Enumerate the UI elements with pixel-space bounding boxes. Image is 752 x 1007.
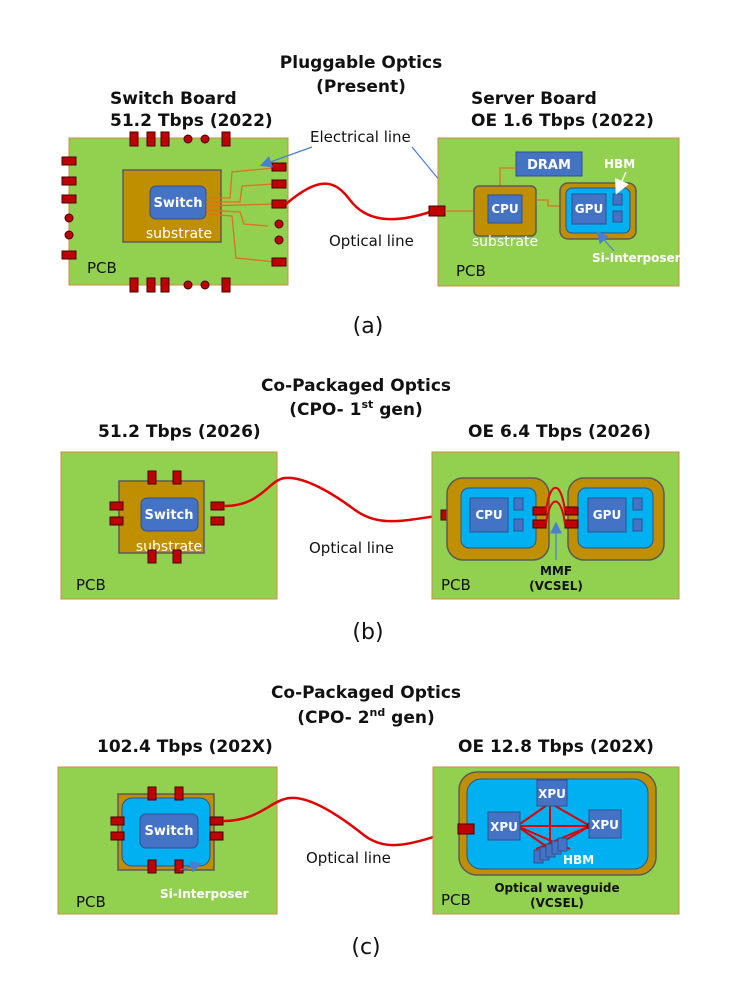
switch-c-connectors <box>110 786 224 874</box>
switch-label-c: Switch <box>144 824 193 839</box>
electrical-line-label: Electrical line <box>310 128 411 146</box>
gpu-hbm-1 <box>632 497 643 511</box>
hbm-arrow <box>615 171 629 195</box>
switch-board-rate: 51.2 Tbps (2022) <box>110 111 273 131</box>
cpu-chip-b <box>469 497 509 533</box>
substrate-label-b: substrate <box>136 539 202 555</box>
pcb-label-right-b: PCB <box>441 576 471 594</box>
mmf-vcsel-label: (VCSEL) <box>529 579 583 593</box>
electrical-traces <box>205 167 277 263</box>
cpu-hbm-1 <box>513 497 524 511</box>
switch-board-right-connectors <box>271 162 287 267</box>
optical-waveguides <box>516 802 591 850</box>
gpu-chip-b <box>587 497 627 533</box>
pcb-label-left-b: PCB <box>76 576 106 594</box>
switch-board-bottom-connectors <box>129 277 231 293</box>
dram-label: DRAM <box>527 158 571 173</box>
panel-b-heading-line1: Co-Packaged Optics <box>261 376 451 396</box>
panel-a-heading-line2: (Present) <box>316 77 406 97</box>
switch-rate-c: 102.4 Tbps (202X) <box>97 737 273 757</box>
panel-a: Pluggable Optics (Present) Switch Board … <box>61 53 681 339</box>
switch-rate-b: 51.2 Tbps (2026) <box>98 422 261 442</box>
server-optical-connector-c <box>457 823 475 835</box>
mmf-label: MMF <box>540 564 572 578</box>
panel-c: Co-Packaged Optics (CPO- 2nd gen) 102.4 … <box>57 683 680 960</box>
substrate-label: substrate <box>146 226 212 242</box>
optical-fiber-a <box>285 182 431 221</box>
switch-label: Switch <box>153 196 202 211</box>
panel-c-heading-line2: (CPO- 2nd gen) <box>297 706 435 728</box>
panel-b: Co-Packaged Optics (CPO- 1st gen) 51.2 T… <box>60 376 680 645</box>
switch-chip-b <box>140 497 199 532</box>
cpu-chip <box>487 194 523 224</box>
xpu-right-label: XPU <box>591 818 619 832</box>
switch-chip-c <box>139 813 199 849</box>
server-rate-c: OE 12.8 Tbps (202X) <box>458 737 654 757</box>
panel-c-heading-line1: Co-Packaged Optics <box>271 683 461 703</box>
gpu-chip <box>571 193 607 225</box>
cpu-label-b: CPU <box>475 508 502 522</box>
optical-line-label-a: Optical line <box>329 232 414 250</box>
si-interposer-arrow-c <box>179 861 203 873</box>
optical-line-label-b: Optical line <box>309 539 394 557</box>
hbm-label: HBM <box>604 157 635 171</box>
xpu-top-label: XPU <box>538 787 566 801</box>
switch-board-left-connectors <box>61 156 77 260</box>
gpu-hbm-2 <box>632 518 643 532</box>
si-interposer-label: Si-Interposer <box>592 251 681 265</box>
hbm-label-c: HBM <box>563 853 594 867</box>
xpu-right-chip <box>588 809 622 839</box>
cpu-gpu-trace <box>536 199 562 207</box>
si-interposer-label-c: Si-Interposer <box>160 887 249 901</box>
si-interposer-arrow <box>596 231 615 252</box>
hbm-stack-2 <box>612 210 623 223</box>
xpu-left-chip <box>487 811 521 841</box>
gpu-label-b: GPU <box>593 508 621 522</box>
hbm-stack-1 <box>612 193 623 206</box>
pcb-label-left-c: PCB <box>76 893 106 911</box>
dram-chip <box>515 151 583 177</box>
server-rate-b: OE 6.4 Tbps (2026) <box>468 422 651 442</box>
caption-c: (c) <box>351 935 380 960</box>
pcb-label-left: PCB <box>87 259 117 277</box>
dram-trace <box>499 167 516 188</box>
optical-fiber-c <box>222 796 461 847</box>
gpu-label: GPU <box>575 202 603 216</box>
pcb-label-right: PCB <box>456 262 486 280</box>
server-board-title: Server Board <box>471 89 597 109</box>
server-optical-connector-a <box>428 205 446 217</box>
mmf-fiber-1 <box>545 487 566 512</box>
panel-a-heading-line1: Pluggable Optics <box>280 53 442 73</box>
optical-waveguide-label: Optical waveguide <box>494 881 619 895</box>
optical-waveguide-vcsel-label: (VCSEL) <box>530 896 584 910</box>
switch-board-top-connectors <box>129 131 231 147</box>
hbm-stacks-c <box>533 837 568 864</box>
mmf-fiber-2 <box>545 500 566 525</box>
mmf-connectors <box>532 506 579 529</box>
server-board-rate: OE 1.6 Tbps (2022) <box>471 111 654 131</box>
switch-board-title: Switch Board <box>110 89 237 109</box>
switch-label-b: Switch <box>144 508 193 523</box>
cpu-hbm-2 <box>513 518 524 532</box>
caption-a: (a) <box>353 314 384 339</box>
optical-fiber-b <box>223 476 445 523</box>
pcb-label-right-c: PCB <box>441 891 471 909</box>
cpu-label: CPU <box>491 202 518 216</box>
panel-b-heading-line2: (CPO- 1st gen) <box>289 398 423 420</box>
xpu-left-label: XPU <box>490 820 518 834</box>
caption-b: (b) <box>352 620 383 645</box>
substrate-label-right: substrate <box>472 234 538 250</box>
electrical-arrow-left <box>259 146 313 168</box>
optical-line-label-c: Optical line <box>306 849 391 867</box>
xpu-top-chip <box>536 779 568 807</box>
